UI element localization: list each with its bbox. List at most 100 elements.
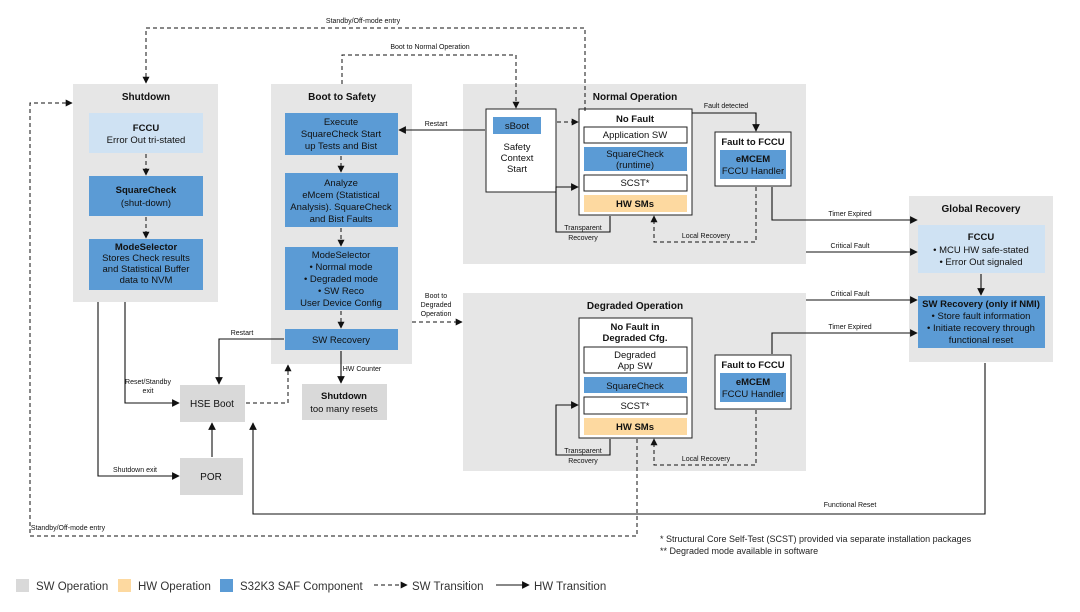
svg-text:SquareCheck Start: SquareCheck Start <box>301 129 382 140</box>
arrow-boot-to-normal <box>341 54 520 109</box>
svg-text:SquareCheck: SquareCheck <box>606 381 664 392</box>
global-fccu-box: FCCU • MCU HW safe-stated • Error Out si… <box>918 225 1045 273</box>
legend-hw-transition: HW Transition <box>534 581 606 593</box>
svg-text:and Bist Faults: and Bist Faults <box>310 214 373 225</box>
svg-text:• Normal mode: • Normal mode <box>310 262 373 273</box>
label-local-recovery-degraded: Local Recovery <box>682 456 731 463</box>
svg-text:• Initiate recovery through: • Initiate recovery through <box>927 323 1035 334</box>
svg-text:Execute: Execute <box>324 117 358 128</box>
arrow-shutdown-exit <box>97 302 180 480</box>
sboot-box: sBoot Safety Context Start <box>485 108 557 193</box>
footnote-scst: * Structural Core Self-Test (SCST) provi… <box>660 534 972 544</box>
arrow-timer-expired-degraded <box>771 329 918 354</box>
svg-text:ModeSelector: ModeSelector <box>115 242 178 253</box>
shutdown-fccu-box: FCCU Error Out tri-stated <box>89 113 203 153</box>
legend-swatch-hw-operation <box>118 579 131 592</box>
legend-saf-component: S32K3 SAF Component <box>240 581 364 593</box>
svg-text:Fault to FCCU: Fault to FCCU <box>721 137 784 148</box>
global-recovery-title: Global Recovery <box>942 204 1021 215</box>
arrow-hse-to-boot <box>246 364 292 404</box>
label-fault-detected: Fault detected <box>704 103 748 110</box>
legend-swatch-saf-component <box>220 579 233 592</box>
label-shutdown-exit: Shutdown exit <box>113 467 157 474</box>
svg-text:FCCU Handler: FCCU Handler <box>722 389 784 400</box>
shutdown-too-many-resets-box: Shutdown too many resets <box>302 384 387 420</box>
svg-text:ModeSelector: ModeSelector <box>312 250 371 261</box>
svg-text:HSE Boot: HSE Boot <box>190 399 234 410</box>
svg-text:• Store fault information: • Store fault information <box>932 311 1031 322</box>
svg-text:data to NVM: data to NVM <box>120 275 173 286</box>
arrow-restart-left <box>215 338 284 385</box>
svg-text:functional reset: functional reset <box>949 335 1014 346</box>
arrow-functional-reset <box>249 363 986 515</box>
shutdown-squarecheck-box: SquareCheck (shut-down) <box>89 176 203 216</box>
svg-text:eMcem (Statistical: eMcem (Statistical <box>302 190 380 201</box>
label-boot-to-degraded-1: Boot to <box>425 293 447 300</box>
degraded-operation-title: Degraded Operation <box>587 301 683 312</box>
footnote-degraded: ** Degraded mode available in software <box>660 546 818 556</box>
svg-text:Shutdown: Shutdown <box>321 391 367 402</box>
label-critical-fault-degraded: Critical Fault <box>831 291 870 298</box>
label-transparent-recovery-degraded-1: Transparent <box>564 448 602 455</box>
svg-text:eMCEM: eMCEM <box>736 377 770 388</box>
svg-text:App SW: App SW <box>618 361 653 372</box>
normal-operation-title: Normal Operation <box>593 92 677 103</box>
svg-text:Application SW: Application SW <box>603 130 667 141</box>
boot-execute-box: Execute SquareCheck Start up Tests and B… <box>285 113 398 155</box>
label-reset-standby-exit-1: Reset/Standby <box>125 379 171 386</box>
svg-text:• Degraded mode: • Degraded mode <box>304 274 378 285</box>
arrow-transparent-recovery-degraded <box>555 401 611 456</box>
svg-text:HW SMs: HW SMs <box>616 422 654 433</box>
arrow-standby-top <box>142 27 586 111</box>
svg-text:FCCU Handler: FCCU Handler <box>722 166 784 177</box>
por-box: POR <box>180 458 243 495</box>
boot-sw-recovery-box: SW Recovery <box>285 329 398 350</box>
svg-text:FCCU: FCCU <box>968 232 995 243</box>
label-transparent-recovery-normal-1: Transparent <box>564 225 602 232</box>
legend-hw-operation: HW Operation <box>138 581 211 593</box>
arrow-fault-detected <box>692 112 760 132</box>
svg-text:• MCU HW safe-stated: • MCU HW safe-stated <box>933 245 1029 256</box>
label-functional-reset: Functional Reset <box>824 502 877 509</box>
svg-text:HW SMs: HW SMs <box>616 199 654 210</box>
boot-modeselector-box: ModeSelector • Normal mode • Degraded mo… <box>285 247 398 310</box>
svg-text:Error Out tri-stated: Error Out tri-stated <box>107 135 186 146</box>
global-sw-recovery-box: SW Recovery (only if NMI) • Store fault … <box>918 296 1045 348</box>
normal-no-fault-box: No Fault Application SW SquareCheck (run… <box>578 108 693 216</box>
label-timer-expired-normal: Timer Expired <box>828 211 871 218</box>
svg-text:POR: POR <box>200 472 222 483</box>
svg-text:up Tests and Bist: up Tests and Bist <box>305 141 378 152</box>
svg-text:SquareCheck: SquareCheck <box>606 149 664 160</box>
legend-sw-transition: SW Transition <box>412 581 484 593</box>
svg-text:No Fault: No Fault <box>616 114 655 125</box>
label-boot-to-degraded-3: Operation <box>421 311 452 318</box>
svg-text:No Fault in: No Fault in <box>610 322 659 333</box>
arrow-reset-standby-exit <box>124 302 180 407</box>
arrow-transparent-recovery-normal <box>555 183 611 233</box>
svg-text:Degraded Cfg.: Degraded Cfg. <box>603 333 668 344</box>
label-boot-to-degraded-2: Degraded <box>421 302 452 309</box>
svg-text:Fault to FCCU: Fault to FCCU <box>721 360 784 371</box>
svg-text:(shut-down): (shut-down) <box>121 198 171 209</box>
arrow-local-recovery-degraded <box>650 410 757 466</box>
boot-to-safety-title: Boot to Safety <box>308 92 376 103</box>
svg-text:Start: Start <box>507 164 527 175</box>
arrow-timer-expired-normal <box>771 187 918 224</box>
label-reset-standby-exit-2: exit <box>143 388 154 395</box>
label-transparent-recovery-normal-2: Recovery <box>568 235 598 242</box>
svg-text:Analyze: Analyze <box>324 178 358 189</box>
sboot-label: sBoot <box>505 121 530 132</box>
legend-swatch-sw-operation <box>16 579 29 592</box>
svg-text:(runtime): (runtime) <box>616 160 654 171</box>
svg-text:too many resets: too many resets <box>310 404 378 415</box>
label-standby-bottom: Standby/Off-mode entry <box>31 525 106 532</box>
svg-text:Stores Check results: Stores Check results <box>102 253 190 264</box>
svg-text:• Error Out signaled: • Error Out signaled <box>939 257 1022 268</box>
legend-sw-operation: SW Operation <box>36 581 108 593</box>
svg-text:Analysis). SquareCheck: Analysis). SquareCheck <box>290 202 392 213</box>
label-restart-left: Restart <box>231 330 254 337</box>
hse-boot-box: HSE Boot <box>180 385 245 422</box>
legend: SW Operation HW Operation S32K3 SAF Comp… <box>16 579 606 593</box>
